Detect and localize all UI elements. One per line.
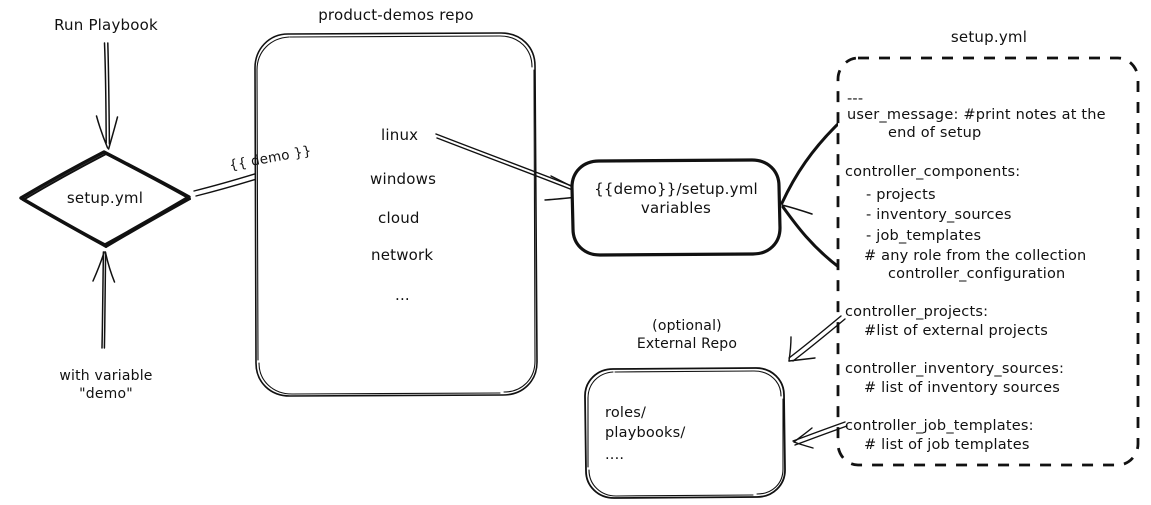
- yaml-comment-any-role: # any role from the collection: [864, 248, 1087, 264]
- node-external-repo-box-overstroke: [587, 370, 784, 497]
- external-repo-item-ellipsis: ....: [605, 447, 625, 463]
- arrow-jobtemplates-to-external-repo: [792, 421, 848, 449]
- yaml-list-inventory-sources: - inventory_sources: [866, 207, 1012, 223]
- entry-node-label: setup.yml: [66, 189, 144, 207]
- node-setup-yml-diamond-overstroke: [22, 153, 191, 248]
- yaml-comment-user-message-text: #print notes at the: [963, 107, 1106, 123]
- yaml-doc-start: ---: [847, 91, 864, 107]
- yaml-comment-external-projects: #list of external projects: [864, 323, 1048, 339]
- yaml-list-projects: - projects: [866, 187, 936, 203]
- arrow-run-playbook: [95, 42, 119, 150]
- yaml-comment-job-templates: # list of job templates: [864, 437, 1030, 453]
- node-external-repo-box: [584, 367, 786, 499]
- yaml-key-controller-projects: controller_projects:: [845, 304, 989, 320]
- yaml-key-user-message-text: user_message:: [847, 107, 959, 123]
- external-repo-item-roles: roles/: [605, 405, 647, 421]
- node-product-demos-repo-overstroke: [256, 35, 536, 395]
- yaml-key-controller-job-templates: controller_job_templates:: [845, 418, 1034, 434]
- node-setup-yml-file-box: [836, 56, 1140, 467]
- yaml-comment-inventory-sources: # list of inventory sources: [864, 380, 1060, 396]
- yaml-key-user-message: user_message: #print notes at the: [847, 106, 1106, 125]
- arrow-setupyml-to-variables-join: [781, 204, 813, 215]
- yaml-key-controller-components: controller_components:: [845, 164, 1021, 180]
- arrow-setupyml-to-variables-top: [780, 120, 842, 205]
- external-repo-item-playbooks: playbooks/: [605, 425, 686, 441]
- external-repo-title: (optional) External Repo: [636, 318, 738, 352]
- repo-item-ellipsis: ...: [395, 286, 410, 304]
- repo-item-cloud: cloud: [378, 209, 420, 227]
- setup-yml-file-title: setup.yml: [950, 28, 1028, 46]
- arrow-setupyml-to-variables-bottom: [781, 205, 842, 270]
- yaml-key-controller-inventory-sources: controller_inventory_sources:: [845, 361, 1065, 377]
- with-variable-label: with variable "demo": [59, 368, 153, 402]
- arrow-with-variable: [92, 251, 116, 349]
- run-playbook-label: Run Playbook: [54, 16, 158, 34]
- node-demo-variables-box: [570, 158, 782, 257]
- yaml-comment-user-message-cont: end of setup: [888, 125, 982, 141]
- yaml-comment-controller-configuration: controller_configuration: [888, 266, 1066, 282]
- repo-title: product-demos repo: [318, 6, 474, 24]
- yaml-list-job-templates: - job_templates: [866, 228, 982, 244]
- repo-item-linux: linux: [381, 126, 419, 144]
- arrow-projects-to-external-repo: [788, 315, 846, 362]
- demo-variables-label: {{demo}}/setup.yml variables: [594, 180, 758, 218]
- repo-item-windows: windows: [370, 170, 437, 188]
- node-product-demos-repo: [254, 32, 538, 397]
- repo-item-network: network: [371, 246, 434, 264]
